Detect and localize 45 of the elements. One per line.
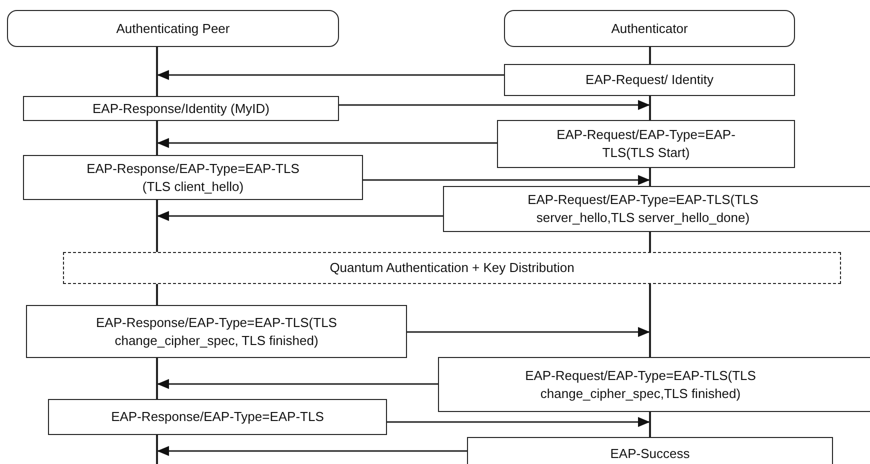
message-text: EAP-Request/EAP-Type=EAP-TLS(TLS server_hello,TLS server_hello_done) [526,191,760,227]
message-text: EAP-Response/EAP-Type=EAP-TLS (TLS client_hello) [86,160,300,196]
lifeline [649,232,651,252]
lifeline [156,200,158,252]
message-box [23,155,363,200]
message-box [23,96,339,121]
participant-name: Authenticating Peer [116,20,230,38]
message-text: EAP-Request/ Identity [586,71,714,89]
message-text: EAP-Request/EAP-Type=EAP-TLS(TLS change_cipher_spec,TLS finished) [524,366,757,402]
message-box [504,64,795,96]
phase-box [63,252,841,284]
message-arrow [157,138,497,148]
lifeline [649,47,651,64]
message-box [438,357,870,412]
message-arrow [157,211,443,221]
message-arrow [157,379,438,389]
message-text: EAP-Response/EAP-Type=EAP-TLS [111,408,324,426]
participant-box [504,10,795,47]
participant-name: Authenticator [611,20,688,38]
message-text: EAP-Response/EAP-Type=EAP-TLS(TLS change_cipher_spec, TLS finished) [95,314,338,350]
message-arrow [407,327,650,337]
message-text: EAP-Success [610,445,690,463]
message-text: EAP-Request/EAP-Type=EAP- TLS(TLS Start) [556,126,736,162]
lifeline [156,435,158,464]
message-arrow [157,446,467,456]
lifeline [649,96,651,120]
lifeline [649,168,651,186]
participant-box [7,10,339,47]
message-arrow [363,175,650,185]
lifeline [156,121,158,155]
lifeline [649,412,651,437]
message-arrow [387,417,650,427]
message-text: EAP-Response/Identity (MyID) [92,100,270,118]
message-box [26,305,407,358]
lifeline [156,284,158,305]
message-box [48,399,387,435]
message-arrow [157,70,504,80]
message-box [443,186,870,232]
lifeline [156,358,158,399]
message-box [497,120,795,168]
lifeline [156,47,158,96]
message-box [467,437,833,464]
message-text: Quantum Authentication + Key Distribution [330,259,574,277]
message-arrow [339,100,650,110]
lifeline [649,284,651,357]
